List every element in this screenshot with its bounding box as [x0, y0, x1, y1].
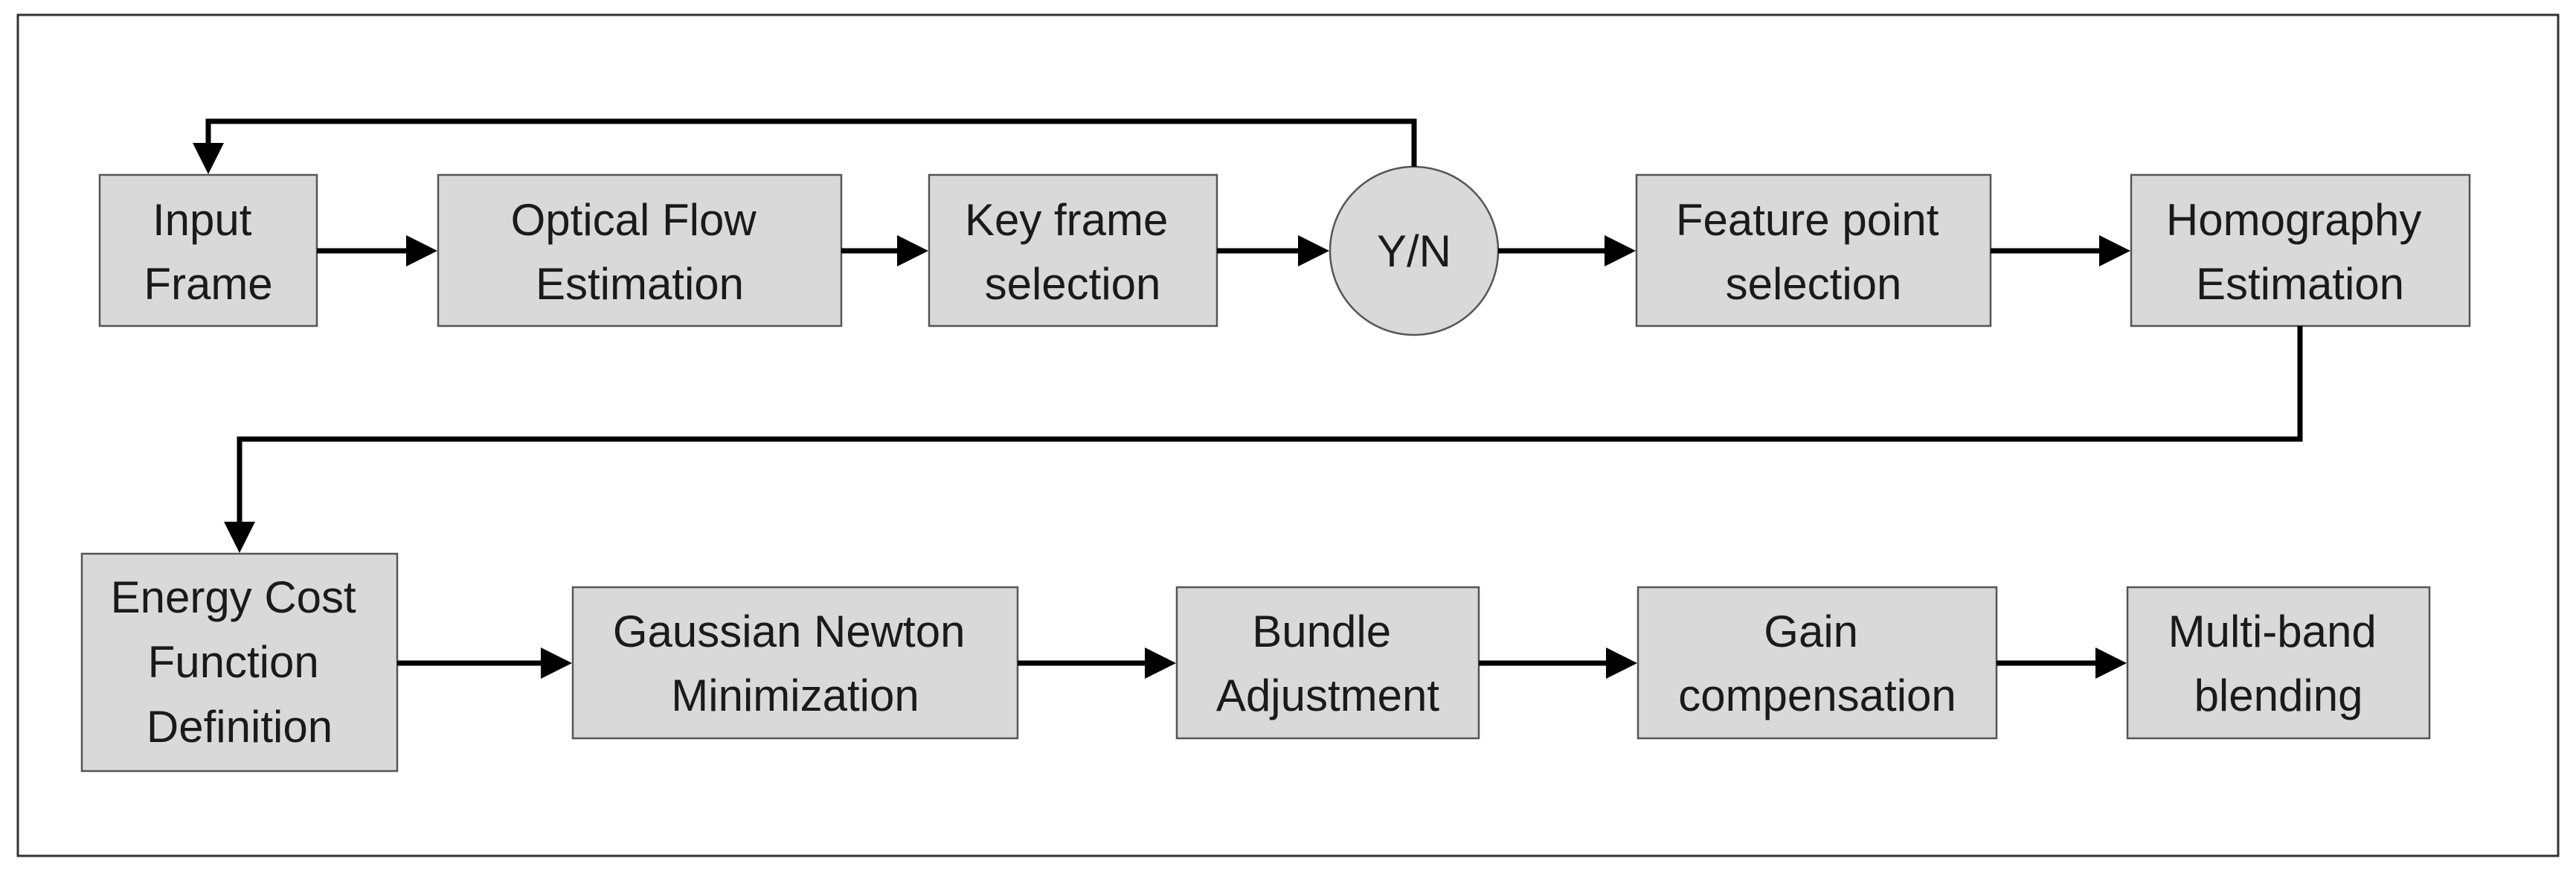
- outer-frame: [16, 13, 2560, 857]
- node-bundle-adjustment: Bundle Adjustment: [1175, 586, 1480, 740]
- node-gaussian-newton-box: [571, 586, 1019, 740]
- node-gaussian-newton-line-2: Minimization: [671, 671, 919, 720]
- node-key-frame: Key frame selection: [928, 173, 1218, 327]
- node-optical-flow-line-1: Optical Flow: [511, 195, 757, 245]
- node-gain-compensation-line-2: compensation: [1678, 671, 1956, 720]
- node-gain-compensation: Gain compensation: [1637, 586, 1998, 740]
- node-energy-cost-label: Energy Cost Function Definition: [111, 572, 369, 752]
- node-input-frame-box: [98, 173, 318, 327]
- node-energy-cost-line-2: Function: [148, 637, 319, 687]
- node-input-frame-line-2: Frame: [144, 259, 272, 309]
- node-gain-compensation-line-1: Gain: [1764, 607, 1858, 656]
- node-multiband-blending: Multi-band blending: [2126, 586, 2431, 740]
- node-homography-label: Homography Estimation: [2166, 195, 2434, 309]
- node-energy-cost: Energy Cost Function Definition: [80, 552, 399, 773]
- node-gain-compensation-label: Gain compensation: [1678, 607, 1956, 720]
- arrow-decision-feedback-to-input: [193, 118, 1417, 174]
- node-key-frame-label: Key frame selection: [965, 195, 1181, 309]
- node-decision-line-1: Y/N: [1377, 226, 1451, 276]
- node-gain-compensation-box: [1637, 586, 1998, 740]
- node-feature-point: Feature point selection: [1635, 173, 1992, 327]
- node-energy-cost-line-1: Energy Cost: [111, 572, 356, 622]
- node-gaussian-newton: Gaussian Newton Minimization: [571, 586, 1019, 740]
- node-homography-line-1: Homography: [2166, 195, 2422, 245]
- node-bundle-adjustment-line-2: Adjustment: [1216, 671, 1439, 720]
- node-key-frame-line-1: Key frame: [965, 195, 1168, 245]
- arrow-homography-to-energy-cost: [224, 326, 2303, 553]
- node-input-frame-line-1: Input: [152, 195, 252, 245]
- node-multiband-blending-line-1: Multi-band: [2168, 607, 2377, 656]
- node-key-frame-line-2: selection: [985, 259, 1161, 309]
- node-optical-flow-box: [437, 173, 843, 327]
- node-bundle-adjustment-label: Bundle Adjustment: [1216, 607, 1439, 720]
- node-decision: Y/N: [1329, 165, 1500, 336]
- node-input-frame-label: Input Frame: [144, 195, 272, 309]
- node-multiband-blending-label: Multi-band blending: [2168, 607, 2389, 720]
- node-optical-flow: Optical Flow Estimation: [437, 173, 843, 327]
- node-decision-label: Y/N: [1377, 226, 1451, 276]
- node-optical-flow-line-2: Estimation: [536, 259, 744, 309]
- node-feature-point-line-1: Feature point: [1676, 195, 1939, 245]
- node-multiband-blending-line-2: blending: [2194, 671, 2363, 720]
- node-key-frame-box: [928, 173, 1218, 327]
- node-gaussian-newton-label: Gaussian Newton Minimization: [613, 607, 977, 720]
- node-energy-cost-line-3: Definition: [147, 702, 333, 752]
- node-energy-cost-box: [80, 552, 399, 773]
- node-feature-point-label: Feature point selection: [1676, 195, 1951, 309]
- node-optical-flow-label: Optical Flow Estimation: [511, 195, 769, 309]
- node-input-frame: Input Frame: [98, 173, 318, 327]
- node-homography: Homography Estimation: [2130, 173, 2471, 327]
- node-bundle-adjustment-box: [1175, 586, 1480, 740]
- node-homography-box: [2130, 173, 2471, 327]
- node-bundle-adjustment-line-1: Bundle: [1252, 607, 1391, 656]
- node-feature-point-line-2: selection: [1726, 259, 1902, 309]
- node-multiband-blending-box: [2126, 586, 2431, 740]
- node-gaussian-newton-line-1: Gaussian Newton: [613, 607, 966, 656]
- node-homography-line-2: Estimation: [2196, 259, 2404, 309]
